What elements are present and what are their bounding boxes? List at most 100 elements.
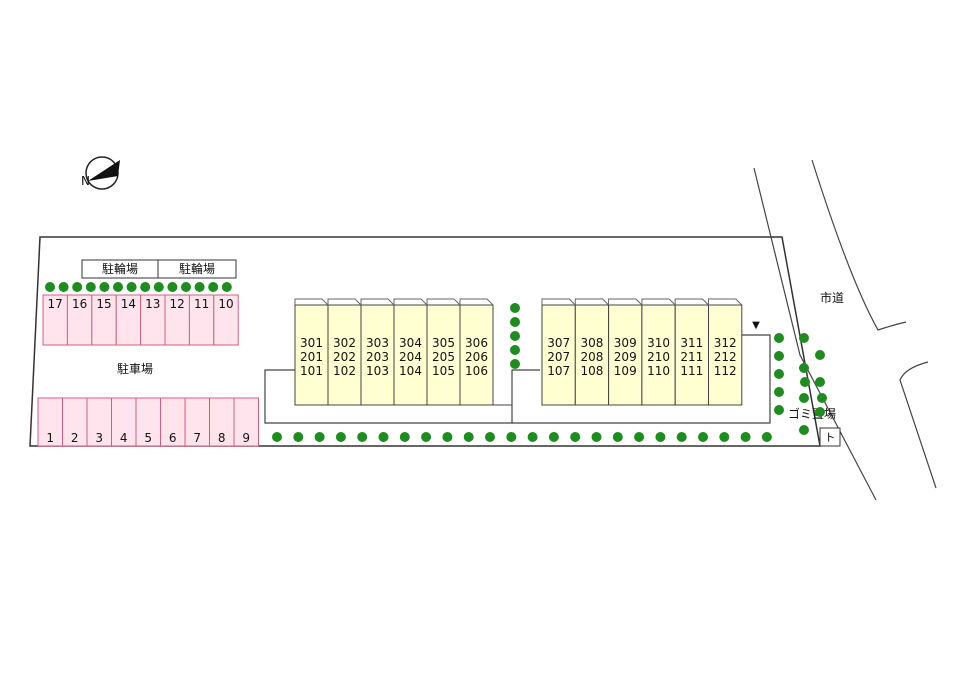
tree-icon — [774, 351, 784, 361]
tree-icon — [815, 377, 825, 387]
unit-roof-edge — [541, 298, 576, 306]
tree-icon — [799, 425, 809, 435]
unit-number: 306 — [465, 336, 488, 350]
unit-number: 109 — [614, 364, 637, 378]
unit-column — [294, 304, 329, 406]
tree-icon — [181, 282, 191, 292]
unit-roof-edge — [360, 298, 395, 306]
unit-number: 112 — [714, 364, 737, 378]
unit-number: 101 — [300, 364, 323, 378]
unit-roof-edge — [459, 298, 494, 306]
building-b-outline — [512, 334, 771, 424]
tree-icon — [72, 282, 83, 292]
unit-number: 105 — [432, 364, 455, 378]
tree-icon — [399, 432, 410, 442]
parking-stall-number: 15 — [96, 297, 111, 311]
unit-number: 110 — [647, 364, 670, 378]
tree-icon — [774, 387, 784, 397]
tree-icon — [221, 282, 232, 292]
tree-icon — [510, 317, 520, 327]
parking-stall — [135, 397, 161, 447]
tree-icon — [153, 282, 164, 292]
unit-number: 108 — [580, 364, 603, 378]
parking-stall — [160, 397, 186, 447]
building-a-corridor — [264, 369, 540, 424]
parking-stall — [140, 294, 166, 346]
tree-icon — [314, 432, 325, 442]
compass-needle-icon — [88, 160, 120, 181]
building-b-corridor — [512, 334, 771, 424]
parking-stall — [233, 397, 259, 447]
garbage-symbol: ト — [825, 431, 836, 444]
tree-icon — [442, 432, 453, 442]
unit-number: 205 — [432, 350, 455, 364]
car-parking-label: 駐車場 — [117, 361, 153, 376]
unit-number: 208 — [580, 350, 603, 364]
tree-icon — [548, 432, 559, 442]
tree-icon — [698, 432, 708, 442]
unit-number: 202 — [333, 350, 356, 364]
parking-stall — [164, 294, 190, 346]
unit-number: 211 — [680, 350, 703, 364]
unit-column — [541, 304, 576, 406]
unit-roof-edge — [393, 298, 428, 306]
unit-number: 111 — [680, 364, 703, 378]
unit-number: 311 — [680, 336, 703, 350]
tree-icon — [99, 282, 110, 292]
unit-roof-edge — [608, 298, 643, 306]
tree-icon — [510, 331, 520, 341]
compass-north-label: N — [81, 174, 90, 188]
parking-stall-number: 1 — [46, 431, 54, 445]
unit-roof-edge — [327, 298, 362, 306]
parking-stall-number: 3 — [95, 431, 103, 445]
parking-stall — [184, 397, 210, 447]
parking-stall — [42, 294, 68, 346]
parking-stall-number: 11 — [194, 297, 209, 311]
parking-stall-number: 8 — [218, 431, 226, 445]
tree-icon — [774, 405, 784, 415]
tree-icon — [378, 432, 389, 442]
unit-number: 206 — [465, 350, 488, 364]
bike-parking: 駐輪場 駐輪場 — [81, 259, 237, 279]
tree-icon — [421, 432, 432, 442]
tree-icon — [570, 432, 581, 442]
parking-stall-number: 13 — [145, 297, 160, 311]
unit-number: 305 — [432, 336, 455, 350]
parking-stall — [188, 294, 215, 346]
tree-icon — [761, 432, 772, 442]
tree-icon — [774, 333, 784, 343]
parking-stall-number: 5 — [144, 431, 152, 445]
trees — [45, 282, 827, 442]
garbage-area: ゴミ置場 ト — [788, 406, 841, 447]
unit-number: 204 — [399, 350, 422, 364]
tree-icon — [335, 432, 346, 442]
tree-icon — [506, 432, 517, 442]
tree-icon — [510, 303, 520, 313]
tree-icon — [140, 282, 151, 292]
unit-number: 302 — [333, 336, 356, 350]
tree-icon — [817, 393, 827, 403]
parking-stall-number: 12 — [170, 297, 185, 311]
tree-icon — [774, 369, 784, 379]
parking-stall — [213, 294, 239, 346]
tree-icon — [126, 282, 137, 292]
unit-number: 303 — [366, 336, 389, 350]
tree-icon — [194, 282, 205, 292]
building-a-outline — [264, 369, 540, 424]
unit-roof-edge — [426, 298, 461, 306]
tree-icon — [45, 282, 55, 292]
parking-stall-number: 14 — [121, 297, 136, 311]
parking-stall-number: 17 — [48, 297, 63, 311]
tree-icon — [655, 432, 666, 442]
unit-number: 310 — [647, 336, 670, 350]
unit-number: 307 — [547, 336, 570, 350]
tree-icon — [740, 432, 751, 442]
tree-icon — [167, 282, 178, 292]
parking-stall — [62, 397, 88, 447]
tree-icon — [357, 432, 368, 442]
building-a: 3012011013022021023032031033042041043052… — [294, 298, 494, 406]
building-b: 3072071073082081083092091093102101103112… — [541, 298, 743, 406]
tree-icon — [463, 432, 474, 442]
